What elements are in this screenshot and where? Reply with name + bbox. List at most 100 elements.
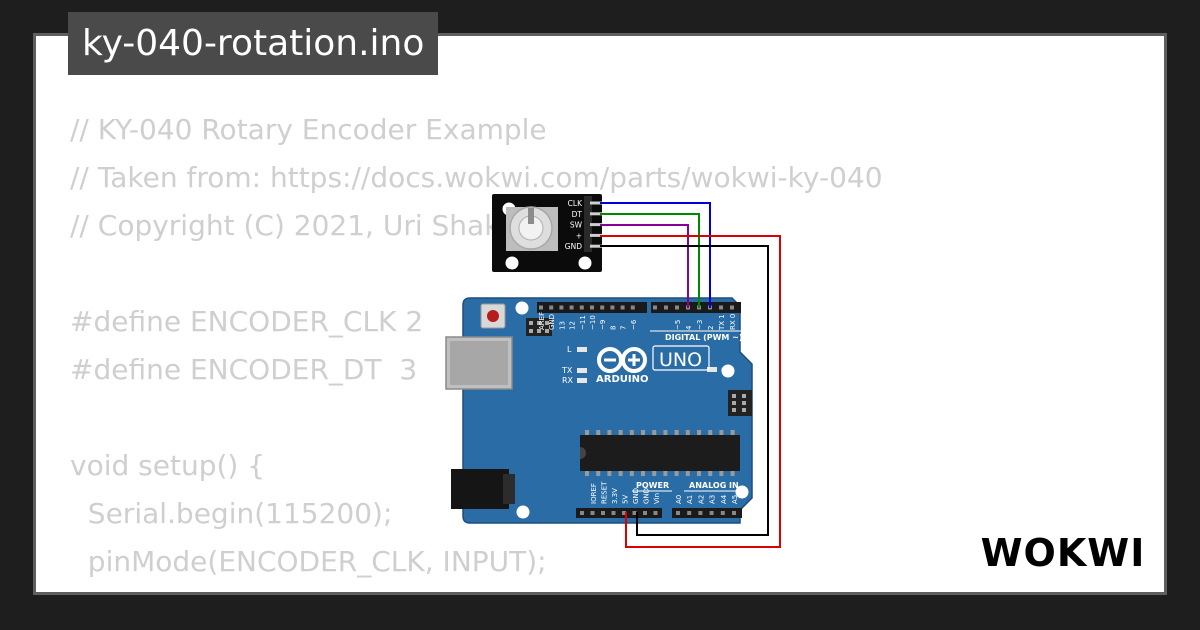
code-line: void setup() { <box>70 449 266 482</box>
code-editor[interactable]: // KY-040 Rotary Encoder Example// Taken… <box>70 106 883 592</box>
power-pin-label: IOREF <box>590 483 598 504</box>
header-pin <box>687 511 692 515</box>
power-jack-tip <box>503 474 515 504</box>
header-pin <box>579 305 584 310</box>
wire-clk <box>600 202 711 308</box>
code-line: #define ENCODER_CLK 2 <box>70 305 424 338</box>
encoder-pins <box>590 201 602 248</box>
header-pin <box>653 305 657 310</box>
encoder-pin-label: GND <box>565 242 582 251</box>
digital-pin-label: AREF <box>538 312 546 330</box>
analog-pin-label: A5 <box>731 495 739 504</box>
header-pin <box>580 511 584 515</box>
header-pin <box>620 305 625 310</box>
chip-pin <box>685 471 690 476</box>
chip-pin <box>629 471 634 476</box>
analog-pin-label: A4 <box>720 494 728 504</box>
chip-pin <box>674 430 679 435</box>
header-pin <box>643 511 647 515</box>
mounting-hole <box>735 485 749 499</box>
header-pin <box>590 305 594 310</box>
analog-pin-label: A1 <box>686 495 694 504</box>
header-pin <box>601 511 605 515</box>
icsp-header-top <box>526 318 552 336</box>
wire-vcc <box>600 235 781 548</box>
chip-pin <box>663 430 668 435</box>
chip-pin <box>708 430 713 435</box>
mounting-hole <box>515 301 529 315</box>
power-label: POWER <box>636 481 669 490</box>
chip-pin <box>708 471 713 476</box>
brand-label: ARDUINO <box>596 374 648 385</box>
digital-pin-label: 7 <box>620 326 628 330</box>
code-line: Serial.begin(115200); <box>70 497 393 530</box>
led-on-label: ON <box>721 366 733 375</box>
led-rx-label: RX <box>562 376 574 385</box>
power-pin-label: RESET <box>601 481 609 504</box>
chip-pin <box>663 471 668 476</box>
encoder-pin <box>590 233 602 237</box>
chip-pin <box>719 430 724 435</box>
header-pin <box>720 511 725 515</box>
header-pin <box>569 305 574 310</box>
header-pin <box>664 305 668 310</box>
wires <box>600 202 781 548</box>
header-pin <box>653 511 658 515</box>
analog-pin-label: A2 <box>697 495 705 504</box>
digital-pin-label: ~11 <box>579 315 587 330</box>
power-pin-label: Vin <box>653 493 661 504</box>
wire-dt <box>600 213 700 308</box>
icsp-header-right <box>728 390 752 416</box>
chip-pin <box>641 471 645 476</box>
analog-label: ANALOG IN <box>689 481 739 490</box>
digital-pin-label: ~5 <box>674 320 682 330</box>
encoder-knob-indicator <box>528 208 534 224</box>
chip-pin <box>618 430 623 435</box>
power-pin-label: GND <box>632 488 640 504</box>
digital-pin-label: 13 <box>558 321 566 330</box>
digital-pin-label: ~3 <box>696 320 704 330</box>
encoder-pin <box>590 201 602 205</box>
bottom-header-pins <box>580 511 736 515</box>
chip-pin <box>641 430 645 435</box>
encoder-pin-label: DT <box>572 210 583 219</box>
header-pin <box>539 305 543 310</box>
led-l <box>577 347 587 352</box>
encoder-pin <box>590 212 602 216</box>
file-tab[interactable]: ky-040-rotation.ino <box>68 12 439 75</box>
encoder-header <box>584 196 592 252</box>
digital-pin-label: 12 <box>569 321 577 330</box>
model-label: UNO <box>659 349 702 371</box>
power-header <box>576 508 662 518</box>
chip-pin <box>596 471 601 476</box>
header-pin <box>590 511 595 515</box>
power-pin-label: GND <box>643 488 651 504</box>
power-pin-label: 3.3V <box>611 488 619 504</box>
header-pin <box>675 305 679 310</box>
mounting-hole <box>721 364 735 378</box>
mounting-hole <box>516 505 530 519</box>
chip-pins <box>585 430 735 476</box>
chip-pin <box>685 430 690 435</box>
header-pin <box>632 511 637 515</box>
header-pin <box>610 305 615 310</box>
chip-pin <box>607 471 612 476</box>
wokwi-logo-text: WOKWI <box>981 531 1146 575</box>
led-rx <box>577 378 587 383</box>
wokwi-logo[interactable]: WOKWI <box>975 528 1151 578</box>
led-l-label: L <box>567 345 572 354</box>
encoder-mount-hole <box>578 256 592 270</box>
code-line: // KY-040 Rotary Encoder Example <box>70 113 547 146</box>
digital-pin-label: ~6 <box>630 319 638 330</box>
header-pin <box>698 511 703 515</box>
chip-pin <box>652 430 657 435</box>
chip-pin <box>618 471 623 476</box>
header-pin <box>622 511 626 515</box>
header-pin <box>719 305 723 310</box>
encoder-pin-label: SW <box>570 221 583 230</box>
